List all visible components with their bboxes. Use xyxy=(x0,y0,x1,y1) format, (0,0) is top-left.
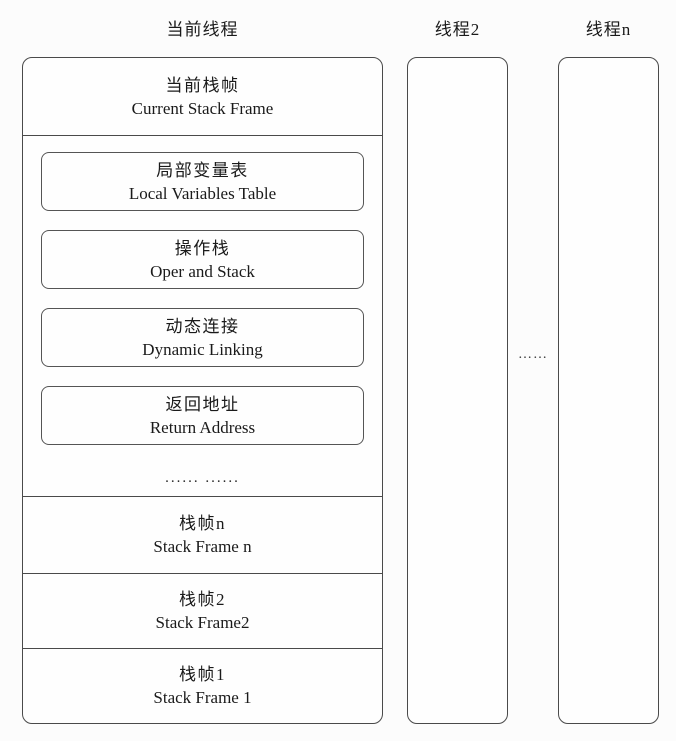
thread-title-current: 当前线程 xyxy=(166,20,239,39)
current-stack-frame-label-zh: 当前栈帧 xyxy=(165,75,240,95)
component-local-variables-table: 局部变量表 Local Variables Table xyxy=(41,152,364,211)
current-thread-stack-box: 当前栈帧 Current Stack Frame 局部变量表 Local Var… xyxy=(22,57,383,724)
stack-frame-2-section: 栈帧2 Stack Frame2 xyxy=(23,573,382,648)
current-stack-frame-section: 当前栈帧 Current Stack Frame xyxy=(23,58,382,135)
thread-n-stack-box xyxy=(558,57,659,724)
stack-frame-components: 局部变量表 Local Variables Table 操作栈 Oper and… xyxy=(23,135,382,497)
component-label-en: Local Variables Table xyxy=(128,183,277,203)
stack-frame-1-section: 栈帧1 Stack Frame 1 xyxy=(23,648,382,723)
stack-frame-2-label-en: Stack Frame2 xyxy=(155,613,250,632)
component-label-zh: 操作栈 xyxy=(174,238,231,258)
thread-title-n: 线程n xyxy=(585,20,632,39)
thread-title-2: 线程2 xyxy=(434,20,481,39)
thread2-stack-box xyxy=(407,57,508,724)
stack-frame-n-section: 栈帧n Stack Frame n xyxy=(23,497,382,573)
component-label-zh: 局部变量表 xyxy=(156,160,249,180)
component-return-address: 返回地址 Return Address xyxy=(41,386,364,445)
component-label-zh: 动态连接 xyxy=(165,316,240,336)
stack-frame-n-label-zh: 栈帧n xyxy=(179,514,226,533)
stack-frame-1-label-en: Stack Frame 1 xyxy=(153,688,252,707)
components-ellipsis: ...... ...... xyxy=(165,469,240,486)
component-label-en: Oper and Stack xyxy=(150,261,255,281)
stack-frame-2-label-zh: 栈帧2 xyxy=(179,590,226,609)
stack-frame-1-label-zh: 栈帧1 xyxy=(179,665,226,684)
component-label-en: Return Address xyxy=(149,417,256,437)
stack-frame-n-label-en: Stack Frame n xyxy=(153,537,252,556)
component-dynamic-linking: 动态连接 Dynamic Linking xyxy=(41,308,364,367)
between-threads-ellipsis: …… xyxy=(518,347,548,362)
component-operand-stack: 操作栈 Oper and Stack xyxy=(41,230,364,289)
component-label-zh: 返回地址 xyxy=(165,394,240,414)
component-label-en: Dynamic Linking xyxy=(142,339,263,359)
current-stack-frame-label-en: Current Stack Frame xyxy=(131,98,274,118)
